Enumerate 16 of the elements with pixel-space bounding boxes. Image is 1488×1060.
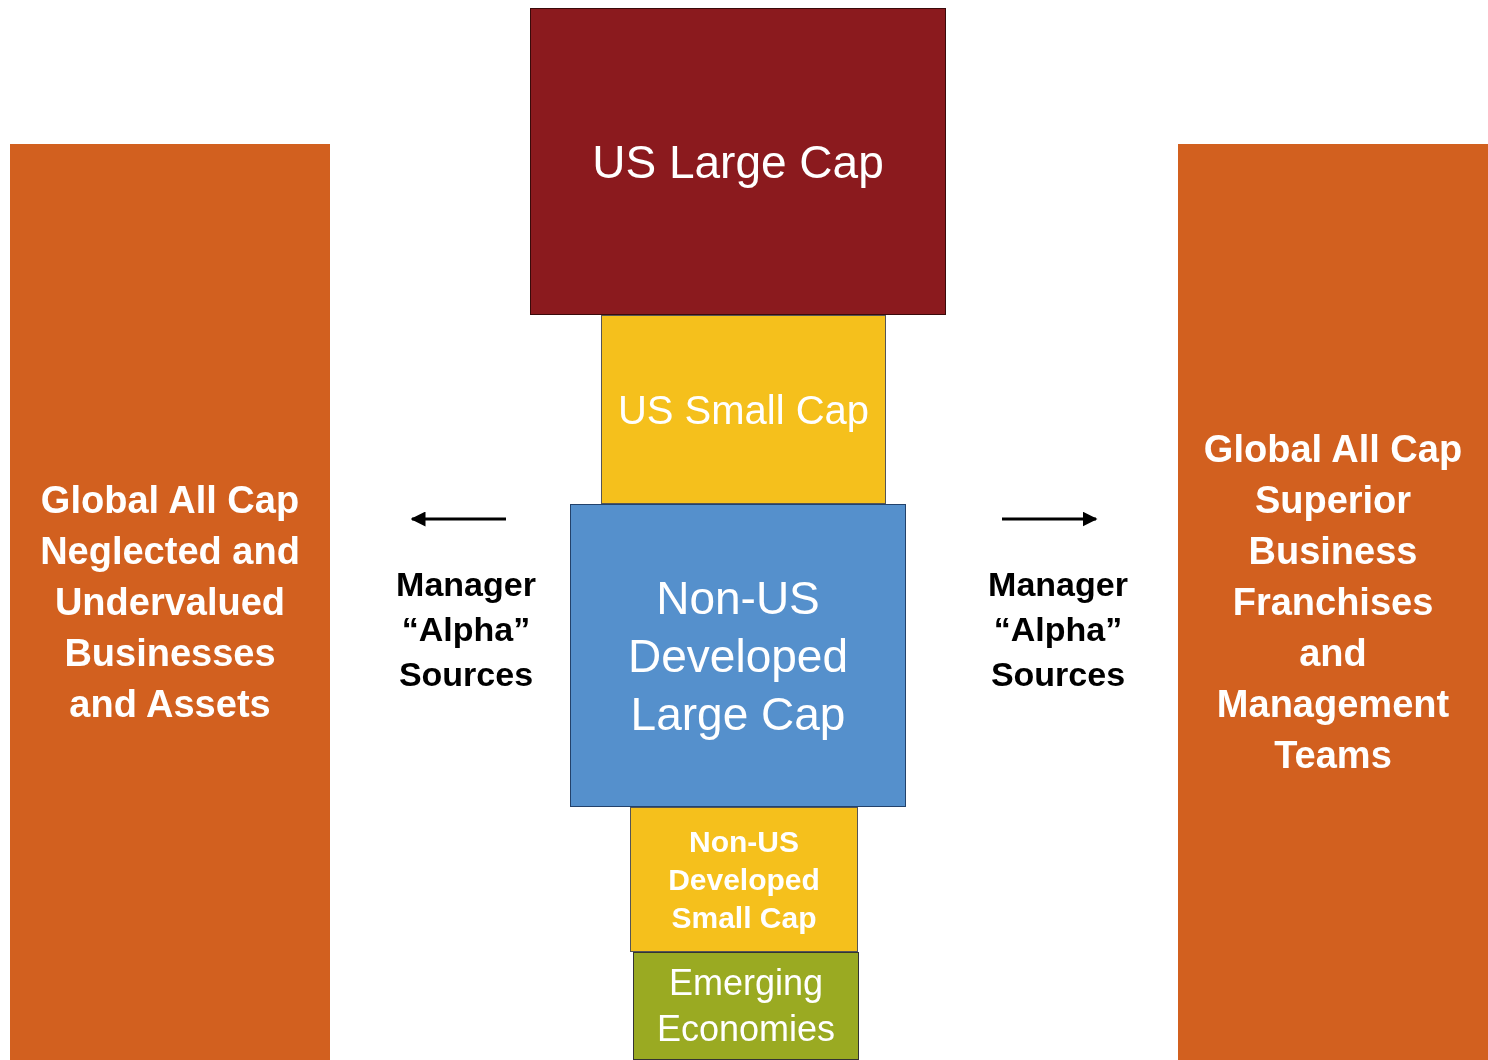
category-box [601, 315, 886, 504]
box-label: Global All Cap Neglected and Undervalued Businesses and Assets [39, 477, 301, 727]
side-caption: Manager “Alpha” Sources [395, 564, 537, 695]
category-box [10, 144, 330, 1060]
box-label: US Small Cap [617, 386, 870, 434]
category-box [570, 504, 906, 807]
box-label: Non-US Developed Small Cap [667, 823, 821, 936]
box-label: US Large Cap [592, 134, 884, 190]
category-box [633, 952, 859, 1060]
category-box [630, 807, 858, 952]
box-label: Global All Cap Superior Business Franchises and Management Teams [1202, 426, 1464, 778]
category-box [1178, 144, 1488, 1060]
category-box [530, 8, 946, 315]
box-label: Emerging Economies [655, 961, 837, 1051]
box-label: Non-US Developed Large Cap [627, 570, 849, 742]
side-caption: Manager “Alpha” Sources [987, 564, 1129, 695]
